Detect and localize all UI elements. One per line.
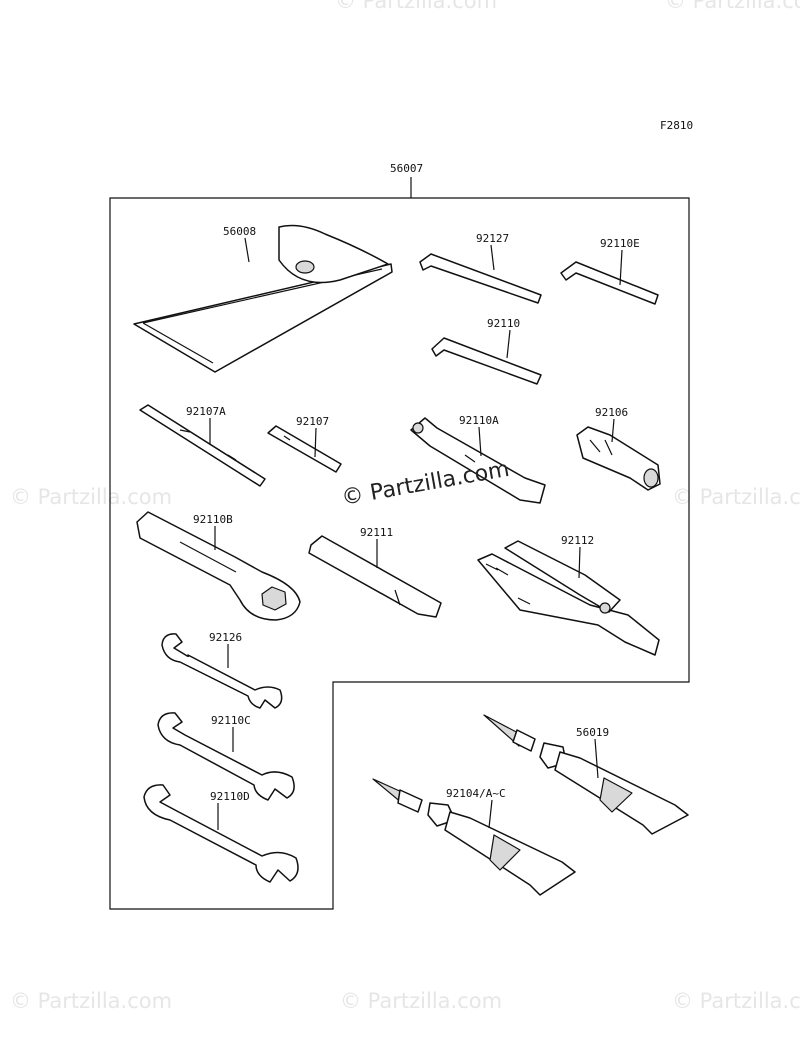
grease-tube-56019 (483, 714, 689, 835)
figure-code: F2810 (660, 119, 693, 132)
hex-key-92110e (560, 261, 659, 305)
pliers-92112 (477, 540, 660, 656)
label-screwdriver-handle-bit: 92107 (296, 415, 329, 428)
label-hex-key-1: 92127 (476, 232, 509, 245)
watermark-faint: © Partzilla.com (340, 989, 502, 1013)
watermark-main: © Partzilla.com (340, 457, 512, 511)
ring-wrench-92110b (136, 511, 301, 621)
label-hex-key-3: 92110 (487, 317, 520, 330)
label-open-wrench-2: 92110C (211, 714, 251, 727)
label-case: 56008 (223, 225, 256, 238)
box-wrench-92110a (410, 417, 546, 504)
label-ring-wrench: 92110B (193, 513, 233, 526)
kit-part-number: 56007 (390, 162, 423, 175)
screwdriver-handle-bit-92107 (267, 425, 342, 473)
hex-key-92127 (419, 253, 542, 304)
label-extension-bar: 92111 (360, 526, 393, 539)
extension-bar-92111 (308, 535, 442, 618)
label-hex-key-2: 92110E (600, 237, 640, 250)
screwdriver-bit-92107a (139, 404, 266, 487)
kit-outline (109, 197, 690, 910)
open-wrench-92110c (157, 712, 295, 801)
background-watermarks: © Partzilla.com © Partzilla.com © Partzi… (10, 0, 800, 1013)
label-screwdriver-grip: 92106 (595, 406, 628, 419)
label-pliers: 92112 (561, 534, 594, 547)
label-grease-tube-2: 56019 (576, 726, 609, 739)
watermark-faint: © Partzilla.com (335, 0, 497, 13)
label-screwdriver-bit: 92107A (186, 405, 226, 418)
watermark-faint: © Partzilla.com (10, 485, 172, 509)
watermark-faint: © Partzilla.com (10, 989, 172, 1013)
watermark-faint: © Partzilla.com (672, 485, 800, 509)
open-wrench-92126 (161, 633, 283, 709)
grease-tube-92104 (372, 778, 576, 896)
watermark-faint: © Partzilla.com (672, 989, 800, 1013)
tool-case (133, 224, 393, 373)
label-grease-tube-1: 92104/A~C (446, 787, 506, 800)
watermark-faint: © Partzilla.com (665, 0, 800, 13)
open-wrench-92110d (143, 784, 299, 883)
hex-key-92110 (431, 337, 542, 385)
screwdriver-grip-92106 (576, 426, 661, 491)
label-open-wrench-1: 92126 (209, 631, 242, 644)
label-open-wrench-3: 92110D (210, 790, 250, 803)
label-box-wrench: 92110A (459, 414, 499, 427)
